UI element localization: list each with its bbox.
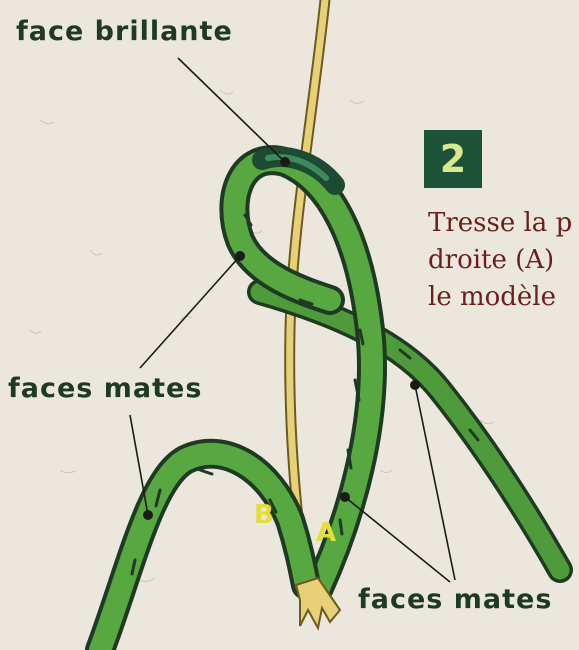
label-faces-mates-bottom: faces mates <box>358 584 552 615</box>
marker-b: B <box>254 500 274 530</box>
instruction-text: Tresse la p droite (A) le modèle <box>428 205 579 316</box>
instruction-line-3: le modèle <box>428 279 579 316</box>
marker-a: A <box>316 518 336 548</box>
label-face-brillante: face brillante <box>16 16 233 47</box>
instruction-line-1: Tresse la p <box>428 205 579 242</box>
step-number-badge: 2 <box>424 130 482 188</box>
label-faces-mates-left: faces mates <box>8 373 202 404</box>
instruction-line-2: droite (A) <box>428 242 579 279</box>
